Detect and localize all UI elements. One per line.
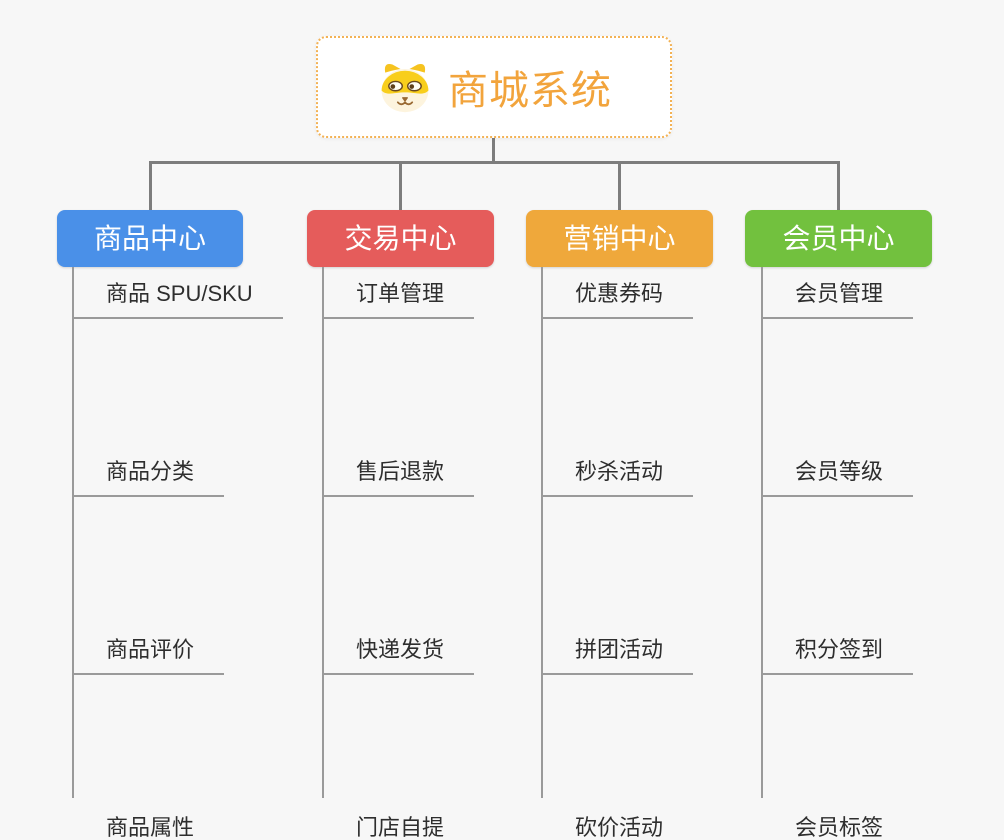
branch-box-member-center[interactable]: 会员中心: [745, 210, 932, 267]
leaf-node[interactable]: 商品 SPU/SKU: [72, 279, 283, 319]
branch-column-line: [72, 267, 74, 798]
leaf-node[interactable]: 会员管理: [761, 279, 914, 319]
leaf-node[interactable]: 拼团活动: [541, 635, 694, 675]
leaf-node[interactable]: 门店自提: [322, 813, 474, 840]
leaf-node[interactable]: 商品分类: [72, 457, 225, 497]
branch-drop-line: [149, 161, 152, 210]
leaf-node[interactable]: 秒杀活动: [541, 457, 694, 497]
leaf-node[interactable]: 商品评价: [72, 635, 225, 675]
leaf-node[interactable]: 订单管理: [322, 279, 475, 319]
branch-box-product-center[interactable]: 商品中心: [57, 210, 243, 267]
leaf-node[interactable]: 积分签到: [761, 635, 914, 675]
branch-column-line: [761, 267, 763, 798]
shiba-dog-icon: [376, 60, 434, 114]
branch-box-marketing-center[interactable]: 营销中心: [526, 210, 713, 267]
leaf-node[interactable]: 会员等级: [761, 457, 914, 497]
branch-drop-line: [618, 161, 621, 210]
leaf-node[interactable]: 售后退款: [322, 457, 475, 497]
leaf-node[interactable]: 商品属性: [72, 813, 224, 840]
root-node[interactable]: 商城系统: [316, 36, 672, 138]
branch-drop-line: [837, 161, 840, 210]
branch-column-line: [541, 267, 543, 798]
branch-drop-line: [399, 161, 402, 210]
leaf-node[interactable]: 优惠券码: [541, 279, 694, 319]
leaf-node[interactable]: 快递发货: [322, 635, 475, 675]
branch-rail-line: [149, 161, 840, 164]
leaf-node[interactable]: 会员标签: [761, 813, 913, 840]
root-title: 商城系统: [448, 69, 612, 113]
branch-box-trade-center[interactable]: 交易中心: [307, 210, 494, 267]
leaf-node[interactable]: 砍价活动: [541, 813, 693, 840]
root-stem-line: [492, 138, 495, 163]
branch-column-line: [322, 267, 324, 798]
